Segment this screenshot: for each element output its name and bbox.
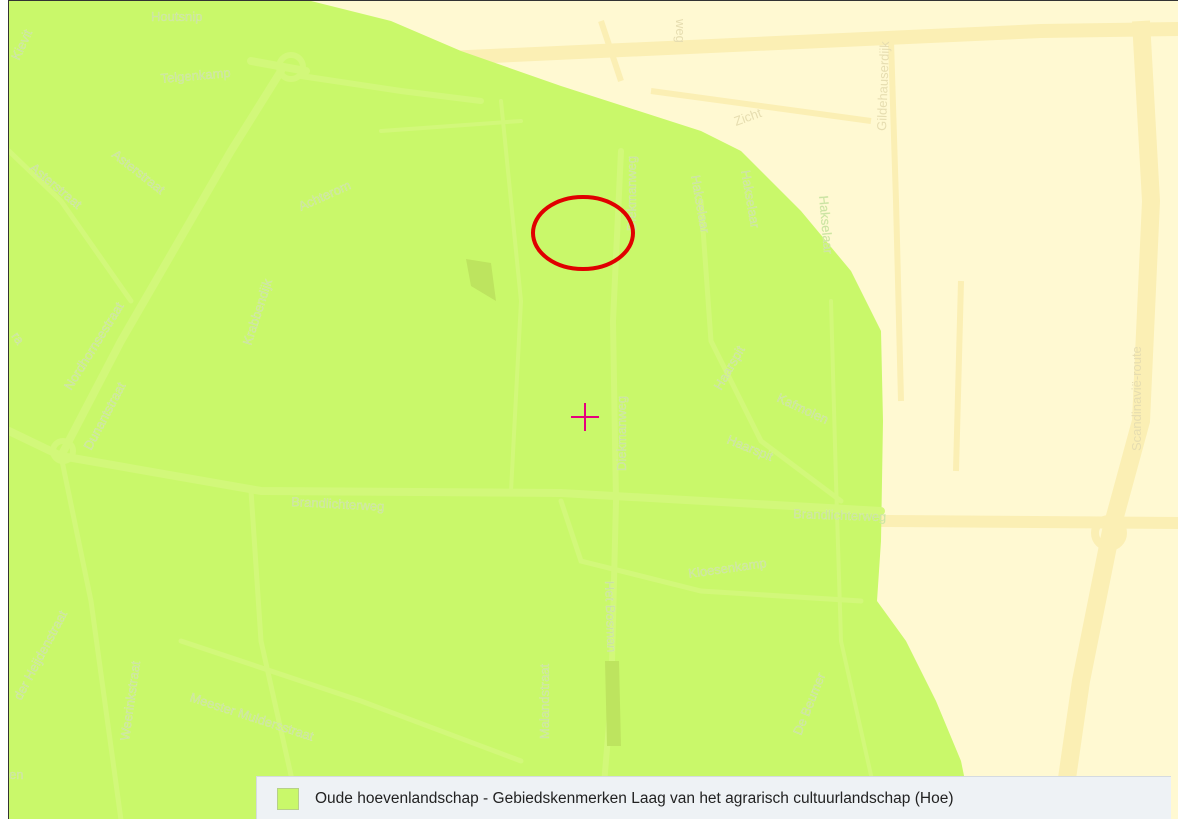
street-label: Brandlichterweg [793,506,887,524]
map-canvas[interactable]: Houtsnip Telgenkamp Kievit Asterstraat A… [9,1,1178,819]
map-legend: Oude hoevenlandschap - Gebiedskenmerken … [256,776,1171,819]
location-marker-circle [531,195,635,271]
street-label: weg [673,18,688,43]
street-label: Gildehauserdijk [874,41,892,132]
green-park [466,259,496,301]
street-label: Scandinavië-route [1129,346,1144,451]
landscape-overlay-polygon [9,1,973,819]
street-label: en [9,767,23,782]
map-viewport[interactable]: Houtsnip Telgenkamp Kievit Asterstraat A… [8,0,1178,819]
overlay-roads [9,57,885,819]
legend-swatch [277,787,299,810]
street-label: Telgenkamp [160,65,231,86]
street-label: Houtsnip [151,9,202,24]
street-label: Malandstraat [537,663,552,739]
roundabout [1091,515,1127,551]
street-label: Diekmanweg [614,396,629,471]
street-label: Hakselaar [816,195,836,255]
overlay-roundabout-2 [50,438,76,464]
base-roads [380,20,1178,819]
legend-label: Oude hoevenlandschap - Gebiedskenmerken … [315,789,954,807]
street-label: Het Bosman [602,581,619,653]
overlay-roundabout [276,52,306,82]
street-label: Brandlichterweg [291,494,385,514]
crosshair-icon [571,403,599,431]
green-strip [605,661,621,746]
street-label: Diekmanweg [624,156,639,231]
